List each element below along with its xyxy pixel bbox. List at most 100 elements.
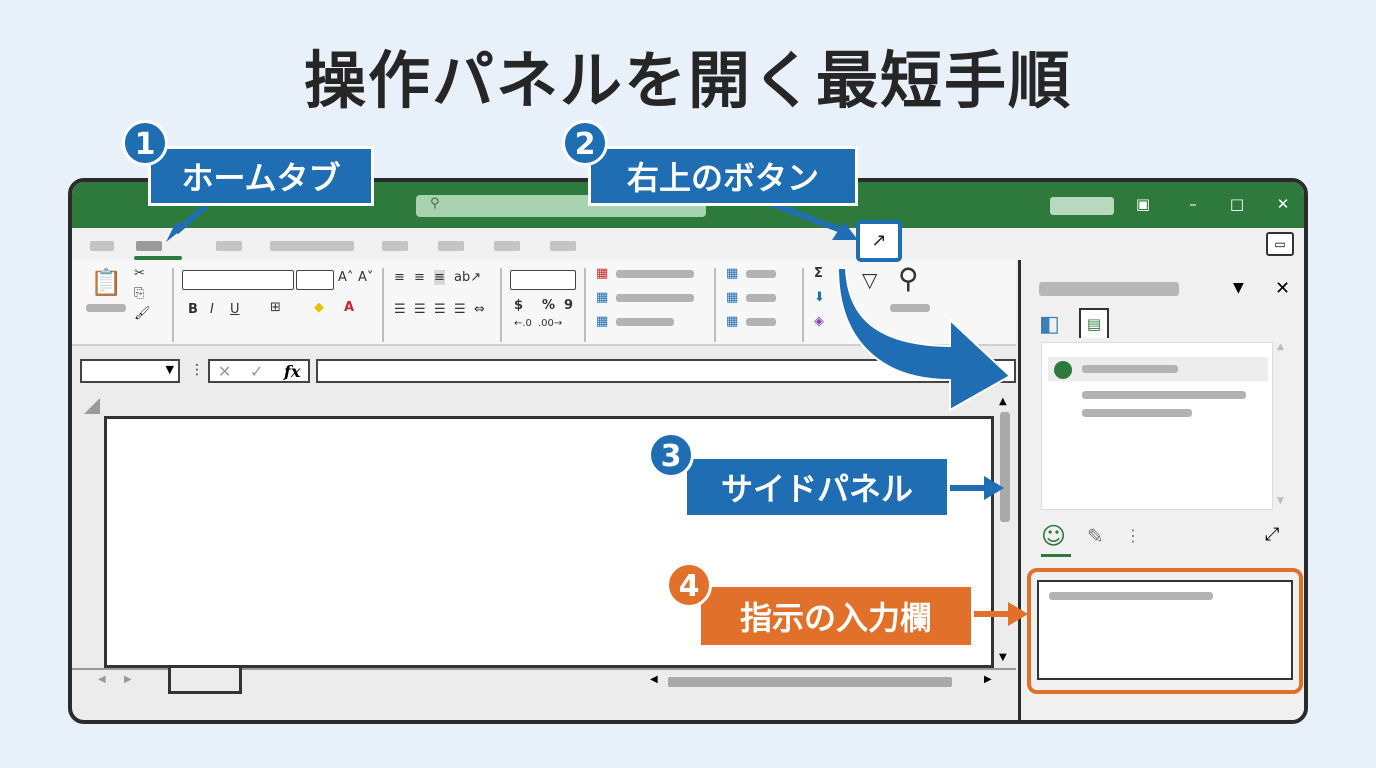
tab-view[interactable] — [550, 241, 576, 251]
copilot-tab-icon[interactable]: ◧ — [1039, 312, 1060, 337]
align-bottom-icon[interactable]: ≡ — [434, 270, 445, 285]
insert-function-icon[interactable]: fx — [284, 362, 301, 381]
conditional-format-label[interactable] — [616, 270, 694, 278]
currency-button[interactable]: $ — [514, 298, 524, 313]
arrow-head — [984, 476, 1004, 500]
decrease-decimal-icon[interactable]: ←.0 — [514, 318, 532, 329]
enter-icon[interactable]: ✓ — [250, 362, 264, 381]
select-all-corner[interactable] — [84, 398, 100, 414]
chevron-down-icon[interactable]: ▼ — [165, 363, 174, 376]
prompt-input[interactable] — [1037, 580, 1293, 680]
paste-icon[interactable]: 📋 — [90, 268, 123, 298]
scroll-down-icon[interactable]: ▼ — [999, 652, 1007, 663]
font-name-select[interactable] — [182, 270, 294, 290]
align-middle-icon[interactable]: ≡ — [414, 270, 425, 285]
autosum-icon[interactable]: Σ — [814, 266, 823, 281]
tab-file[interactable] — [90, 241, 114, 251]
cell-styles-icon[interactable]: ▦ — [596, 314, 609, 329]
tab-review[interactable] — [494, 241, 520, 251]
comments-icon[interactable]: ▭ — [1266, 232, 1294, 256]
minimize-icon[interactable]: – — [1189, 195, 1197, 213]
conditional-format-icon[interactable]: ▦ — [596, 266, 609, 281]
callout-label: 指示の入力欄 — [739, 599, 932, 637]
number-format-select[interactable] — [510, 270, 576, 290]
cancel-icon[interactable]: ✕ — [218, 362, 232, 381]
tab-layout[interactable] — [270, 241, 354, 251]
align-center-icon[interactable]: ☰ — [414, 302, 426, 317]
borders-icon[interactable]: ⊞ — [270, 300, 281, 315]
align-left-icon[interactable]: ☰ — [394, 302, 406, 317]
percent-button[interactable]: % — [542, 298, 556, 313]
align-top-icon[interactable]: ≡ — [394, 270, 405, 285]
fill-icon[interactable]: ⬇ — [814, 290, 825, 305]
format-as-table-icon[interactable]: ▦ — [596, 290, 609, 305]
format-cells-icon[interactable]: ▦ — [726, 314, 739, 329]
chat-tab-icon[interactable]: ▤ — [1079, 308, 1109, 338]
fill-color-icon[interactable]: ◆ — [314, 300, 324, 315]
copy-icon[interactable]: ⎘ — [134, 286, 145, 301]
chat-scroll-up-icon[interactable]: ▲ — [1277, 342, 1284, 352]
account-button[interactable] — [1050, 197, 1114, 215]
chat-scroll-down-icon[interactable]: ▼ — [1277, 496, 1284, 506]
clear-icon[interactable]: ◈ — [814, 314, 824, 329]
grow-font-icon[interactable]: A˄ — [338, 270, 354, 285]
delete-cells-icon[interactable]: ▦ — [726, 290, 739, 305]
callout-side-panel: サイドパネル — [684, 456, 950, 518]
curved-arrow-to-panel — [836, 267, 1012, 412]
comma-button[interactable]: 9 — [564, 298, 574, 313]
font-size-select[interactable] — [296, 270, 334, 290]
format-painter-icon[interactable]: 🖌 — [134, 306, 151, 321]
tab-home[interactable] — [136, 241, 162, 251]
underline-button[interactable]: U — [230, 302, 240, 317]
name-box[interactable]: ▼ — [80, 359, 180, 383]
insert-cells-label[interactable] — [746, 270, 776, 278]
format-cells-label[interactable] — [746, 318, 776, 326]
scroll-right-icon[interactable]: ▶ — [984, 674, 992, 685]
maximize-icon[interactable]: □ — [1229, 195, 1245, 213]
smiley-icon[interactable]: ☺ — [1041, 522, 1067, 550]
more-options-icon[interactable]: ⋮ — [1125, 526, 1141, 545]
tab-formulas[interactable] — [382, 241, 408, 251]
panel-menu-icon[interactable]: ▼ — [1233, 280, 1244, 296]
italic-button[interactable]: I — [210, 302, 214, 317]
find-icon[interactable]: ⚲ — [898, 262, 919, 295]
message-line — [1082, 391, 1246, 399]
delete-cells-label[interactable] — [746, 294, 776, 302]
tab-data[interactable] — [438, 241, 464, 251]
open-panel-button[interactable]: ↗ — [856, 220, 902, 262]
cut-icon[interactable]: ✂ — [134, 266, 145, 281]
message-line — [1082, 409, 1192, 417]
sort-filter-icon[interactable]: ▽ — [862, 268, 878, 292]
ribbon-divider — [584, 268, 586, 342]
font-color-icon[interactable]: A — [344, 300, 355, 315]
formula-controls: ✕ ✓ fx — [208, 359, 310, 383]
more-options-icon[interactable]: ⋮ — [190, 362, 204, 378]
tab-insert[interactable] — [216, 241, 242, 251]
arrow-head — [1008, 602, 1028, 626]
scroll-up-icon[interactable]: ▲ — [999, 396, 1007, 407]
merge-icon[interactable]: ⇔ — [474, 302, 485, 317]
next-sheet-icon[interactable]: ▶ — [124, 674, 132, 685]
horizontal-scroll-thumb[interactable] — [668, 677, 952, 687]
shrink-font-icon[interactable]: A˅ — [358, 270, 374, 285]
expand-icon[interactable]: ⤢ — [1265, 524, 1280, 545]
edit-document-icon[interactable]: ✎ — [1087, 524, 1104, 548]
avatar — [1054, 361, 1072, 379]
bold-button[interactable]: B — [188, 302, 198, 317]
prev-sheet-icon[interactable]: ◀ — [98, 674, 106, 685]
format-as-table-label[interactable] — [616, 294, 694, 302]
cell-styles-label[interactable] — [616, 318, 674, 326]
vertical-scroll-thumb[interactable] — [1000, 412, 1010, 522]
increase-decimal-icon[interactable]: .00→ — [538, 318, 563, 329]
scroll-left-icon[interactable]: ◀ — [650, 674, 658, 685]
insert-cells-icon[interactable]: ▦ — [726, 266, 739, 281]
orientation-icon[interactable]: ab↗ — [454, 270, 482, 285]
callout-label: サイドパネル — [720, 470, 913, 508]
panel-close-icon[interactable]: ✕ — [1275, 278, 1291, 299]
sheet-tab[interactable] — [168, 668, 242, 694]
close-icon[interactable]: ✕ — [1276, 195, 1290, 213]
align-right-icon[interactable]: ☰ — [434, 302, 446, 317]
ribbon-display-icon[interactable]: ▣ — [1135, 195, 1151, 213]
indent-icon[interactable]: ☰ — [454, 302, 466, 317]
vertical-scrollbar[interactable]: ▲ ▼ — [998, 396, 1012, 668]
